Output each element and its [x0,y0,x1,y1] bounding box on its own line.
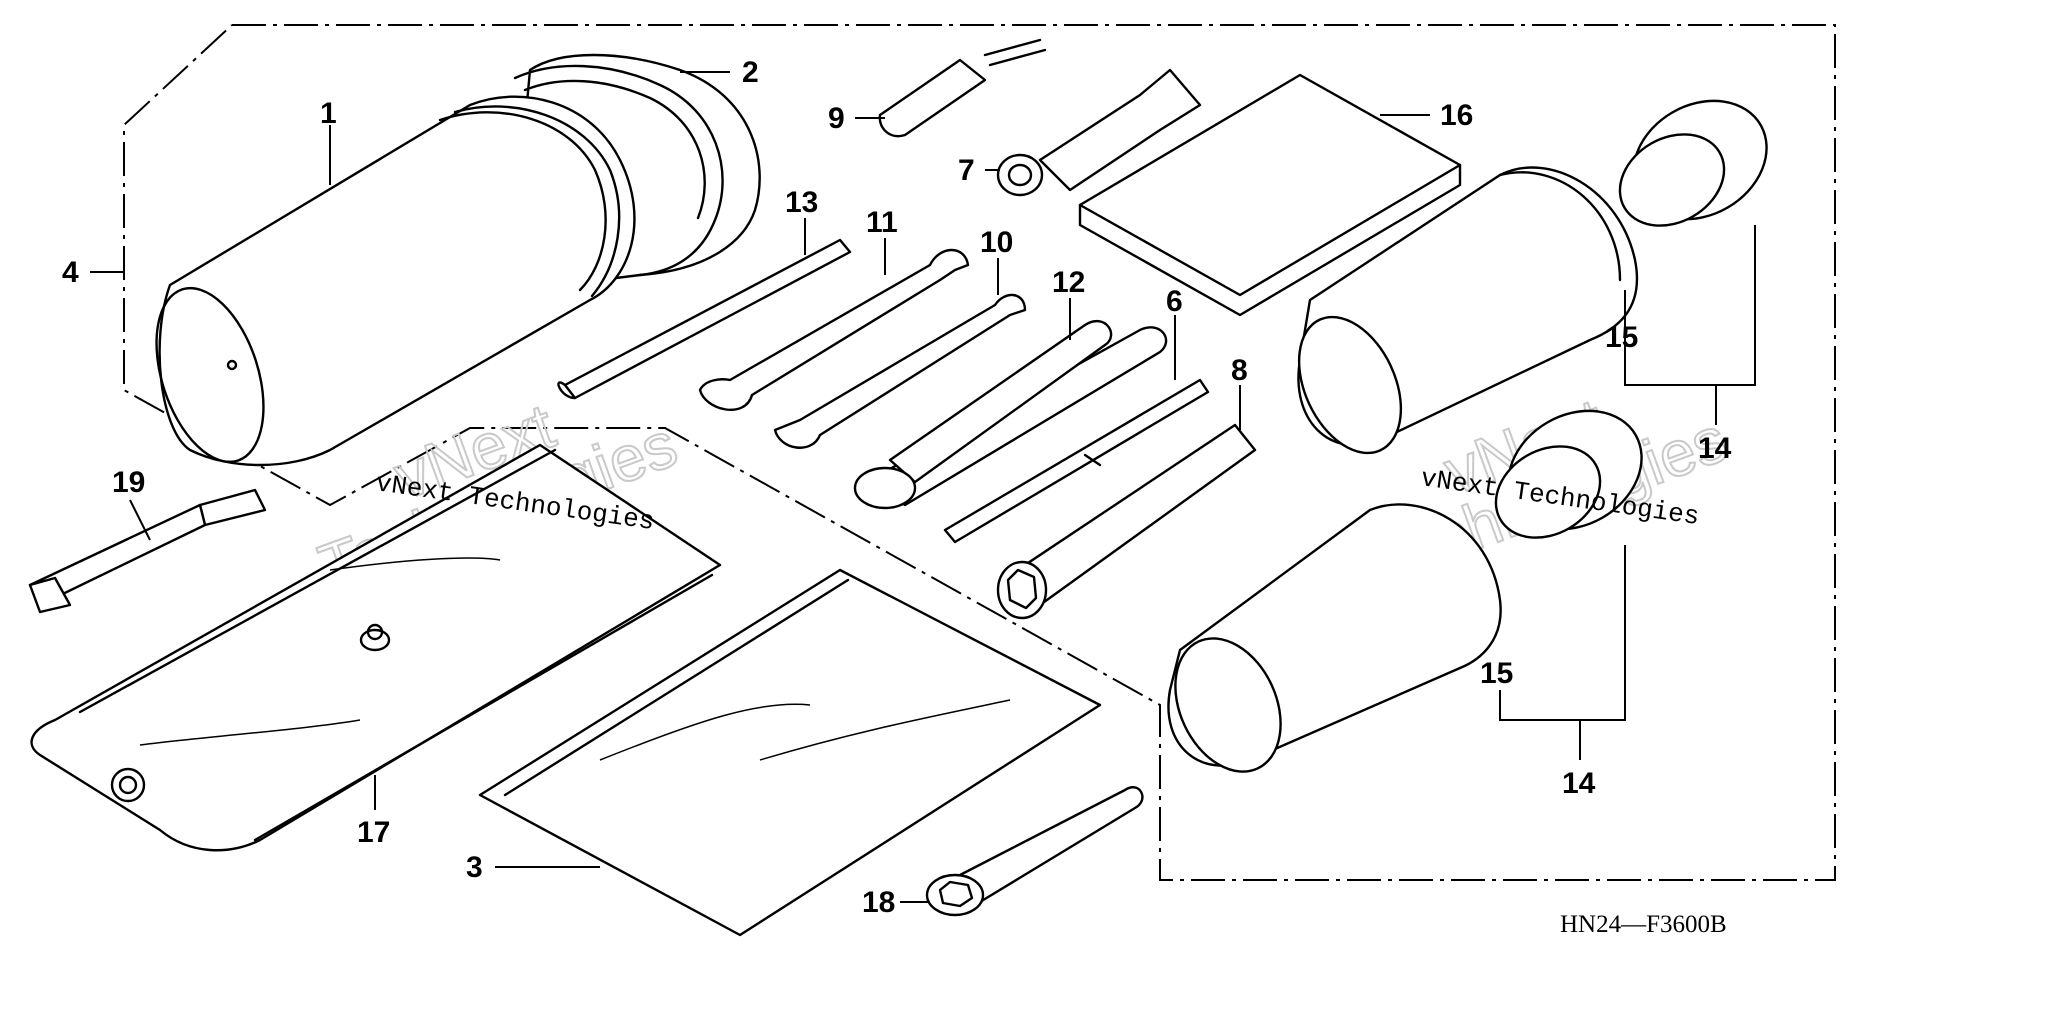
callout-14-upper: 14 [1698,432,1732,465]
callout-6: 6 [1166,285,1183,318]
callout-16: 16 [1440,99,1473,132]
callout-19: 19 [112,466,145,499]
callout-4: 4 [62,256,79,289]
part-flat-bag [478,568,1102,937]
part-strap [28,488,267,614]
callout-18: 18 [862,886,895,919]
callout-14-lower: 14 [1562,767,1596,800]
callout-15-lower: 15 [1480,657,1513,690]
drawing-code: HN24—F3600B [1560,911,1727,938]
part-tool-roll-pouch [30,443,722,852]
callout-12: 12 [1052,266,1085,299]
part-box-spanner [996,423,1257,620]
part-cylinder-case-lower [1167,503,1502,773]
callout-17: 17 [357,816,390,849]
callout-1: 1 [320,97,337,130]
part-screwdriver [943,378,1210,544]
leader-lines [90,71,1756,903]
callout-labels: 1 2 3 4 6 7 8 9 10 11 12 13 14 14 15 15 … [62,56,1732,919]
part-screwdriver-bit [878,38,1047,138]
tool-kit-group-outline [123,24,1836,881]
callout-9: 9 [828,102,845,135]
callout-3: 3 [466,851,483,884]
part-socket-driver [996,68,1202,197]
part-cap-ring-upper [1618,99,1768,227]
callout-13: 13 [785,186,818,219]
part-cap-ring-lower [1494,409,1643,539]
part-owners-manual [1078,73,1462,317]
part-tool-bag-case [155,53,761,467]
part-extension-rod [557,238,852,400]
callout-7: 7 [958,154,975,187]
callout-2: 2 [742,56,759,89]
part-wrench-large [698,248,970,411]
part-pliers [853,319,1168,510]
callout-10: 10 [980,226,1013,259]
callout-15-upper: 15 [1605,321,1638,354]
part-hex-spanner [925,786,1144,917]
callout-8: 8 [1231,354,1248,387]
part-wrench-small [773,293,1027,449]
callout-11: 11 [866,206,898,239]
